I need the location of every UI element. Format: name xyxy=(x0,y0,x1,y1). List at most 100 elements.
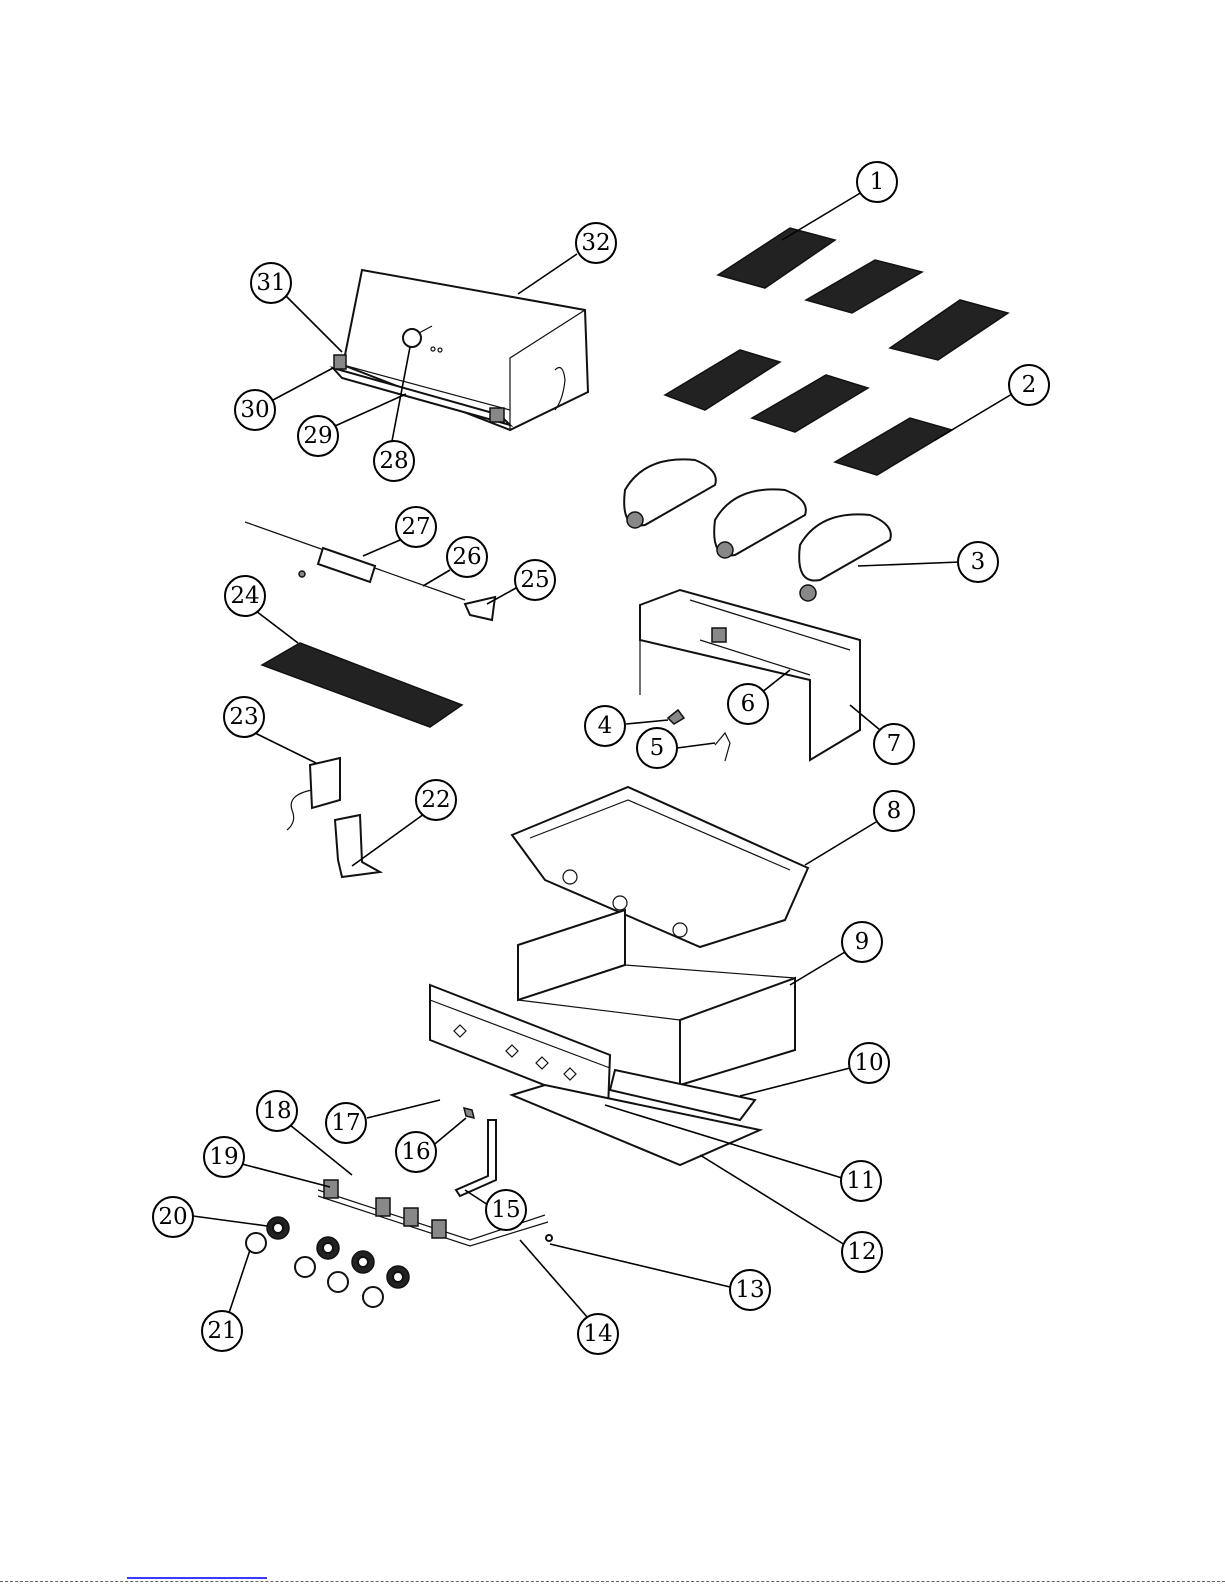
callout-14-label: 14 xyxy=(583,1321,612,1347)
page-footer-divider xyxy=(0,1581,1225,1582)
leader-9 xyxy=(790,952,845,985)
callout-25: 25 xyxy=(515,560,555,600)
firebox-part xyxy=(512,787,808,947)
leader-30 xyxy=(273,368,333,400)
callout-15: 15 xyxy=(486,1190,526,1230)
callout-21: 21 xyxy=(202,1311,242,1351)
rotisserie-motor-part xyxy=(287,758,340,830)
callout-16-label: 16 xyxy=(401,1139,430,1165)
leader-17 xyxy=(367,1100,440,1118)
callout-1-label: 1 xyxy=(870,169,885,195)
leader-4 xyxy=(626,720,668,724)
callout-12: 12 xyxy=(842,1232,882,1272)
leader-6 xyxy=(761,670,790,693)
leader-14 xyxy=(520,1240,588,1318)
callout-8: 8 xyxy=(874,791,914,831)
leader-1 xyxy=(782,192,862,240)
callout-20: 20 xyxy=(153,1197,193,1237)
callout-26-label: 26 xyxy=(452,544,481,570)
briquette-trays-part xyxy=(665,350,952,475)
callout-26: 26 xyxy=(447,537,487,577)
leader-2 xyxy=(935,394,1012,440)
callout-5-label: 5 xyxy=(650,735,665,761)
callout-29: 29 xyxy=(298,416,338,456)
leader-5 xyxy=(677,743,715,748)
callout-6: 6 xyxy=(728,684,768,724)
callout-23-label: 23 xyxy=(229,704,258,730)
control-panel-part xyxy=(430,985,610,1110)
callout-28: 28 xyxy=(374,441,414,481)
leader-31 xyxy=(286,296,342,352)
leader-22 xyxy=(352,814,424,866)
leader-23 xyxy=(255,733,316,763)
leader-26 xyxy=(423,570,450,586)
callout-31: 31 xyxy=(251,263,291,303)
leader-25 xyxy=(487,588,516,604)
callout-13-label: 13 xyxy=(735,1277,764,1303)
spit-handle-part xyxy=(465,597,495,620)
callout-9: 9 xyxy=(842,922,882,962)
callout-14: 14 xyxy=(578,1314,618,1354)
callout-25-label: 25 xyxy=(520,567,549,593)
callout-13: 13 xyxy=(730,1270,770,1310)
callout-10-label: 10 xyxy=(854,1050,883,1076)
leader-21 xyxy=(229,1250,250,1313)
callout-3-label: 3 xyxy=(971,549,986,575)
callout-27-label: 27 xyxy=(401,514,430,540)
callout-23: 23 xyxy=(224,697,264,737)
callout-30-label: 30 xyxy=(240,397,269,423)
callout-19-label: 19 xyxy=(209,1144,238,1170)
callout-7: 7 xyxy=(874,724,914,764)
callout-24: 24 xyxy=(225,576,265,616)
cooking-grates-part xyxy=(718,228,1008,360)
callout-22-label: 22 xyxy=(421,787,450,813)
callout-2-label: 2 xyxy=(1022,372,1037,398)
callout-6-label: 6 xyxy=(741,691,756,717)
callout-10: 10 xyxy=(849,1043,889,1083)
burners-part xyxy=(624,459,891,601)
callout-20-label: 20 xyxy=(158,1204,187,1230)
callout-18: 18 xyxy=(257,1091,297,1131)
callout-3: 3 xyxy=(958,542,998,582)
callout-7-label: 7 xyxy=(887,731,902,757)
leader-12 xyxy=(700,1155,845,1245)
motor-bracket-part xyxy=(335,815,380,877)
callout-15-label: 15 xyxy=(491,1197,520,1223)
callout-19: 19 xyxy=(204,1137,244,1177)
callout-24-label: 24 xyxy=(230,583,259,609)
callout-16: 16 xyxy=(396,1132,436,1172)
leader-19 xyxy=(242,1164,330,1187)
callout-1: 1 xyxy=(857,162,897,202)
callout-2: 2 xyxy=(1009,365,1049,405)
warming-rack-part xyxy=(262,643,462,727)
control-knobs-part xyxy=(246,1217,409,1307)
leader-13 xyxy=(550,1244,730,1287)
leader-24 xyxy=(256,611,298,643)
callout-27: 27 xyxy=(396,507,436,547)
callout-22: 22 xyxy=(416,780,456,820)
leader-10 xyxy=(740,1068,850,1096)
callout-28-label: 28 xyxy=(379,448,408,474)
leader-3 xyxy=(858,562,960,566)
footer-link-underline[interactable] xyxy=(127,1577,267,1579)
callout-18-label: 18 xyxy=(262,1098,291,1124)
leader-8 xyxy=(805,822,876,865)
leader-27 xyxy=(363,540,400,556)
callout-32-label: 32 xyxy=(581,230,610,256)
hood-lid-part xyxy=(333,270,588,430)
leader-15 xyxy=(465,1190,488,1205)
callout-17-label: 17 xyxy=(331,1110,360,1136)
leader-16 xyxy=(430,1118,466,1148)
callout-30: 30 xyxy=(235,390,275,430)
callout-5: 5 xyxy=(637,728,677,768)
callout-11-label: 11 xyxy=(846,1168,875,1194)
callout-21-label: 21 xyxy=(207,1318,236,1344)
callout-9-label: 9 xyxy=(855,929,870,955)
callout-4: 4 xyxy=(585,706,625,746)
callout-17: 17 xyxy=(326,1103,366,1143)
leader-32 xyxy=(518,254,577,294)
callout-29-label: 29 xyxy=(303,423,332,449)
callout-4-label: 4 xyxy=(598,713,613,739)
leader-20 xyxy=(193,1216,267,1226)
callout-32: 32 xyxy=(576,223,616,263)
